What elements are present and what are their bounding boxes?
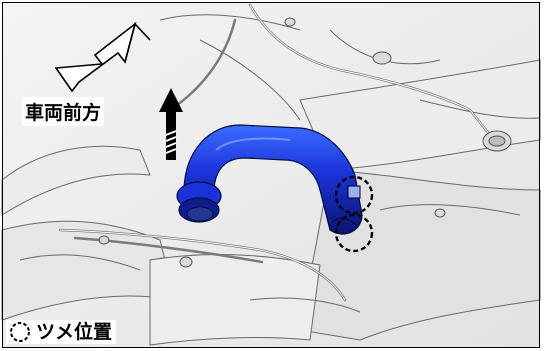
body-panels [1,2,541,348]
legend: ツメ位置 [6,320,117,344]
grommets [98,17,512,268]
claw-markers [334,175,374,253]
dashed-circle-icon [10,322,30,342]
claw-marker-upper [334,175,374,215]
legend-text: ツメ位置 [36,321,113,343]
front-direction-arrow [54,21,151,93]
hose-part [176,124,363,235]
claw-marker-lower [334,213,374,253]
front-direction-label: 車両前方 [22,97,105,126]
lift-direction-arrow [159,88,183,160]
